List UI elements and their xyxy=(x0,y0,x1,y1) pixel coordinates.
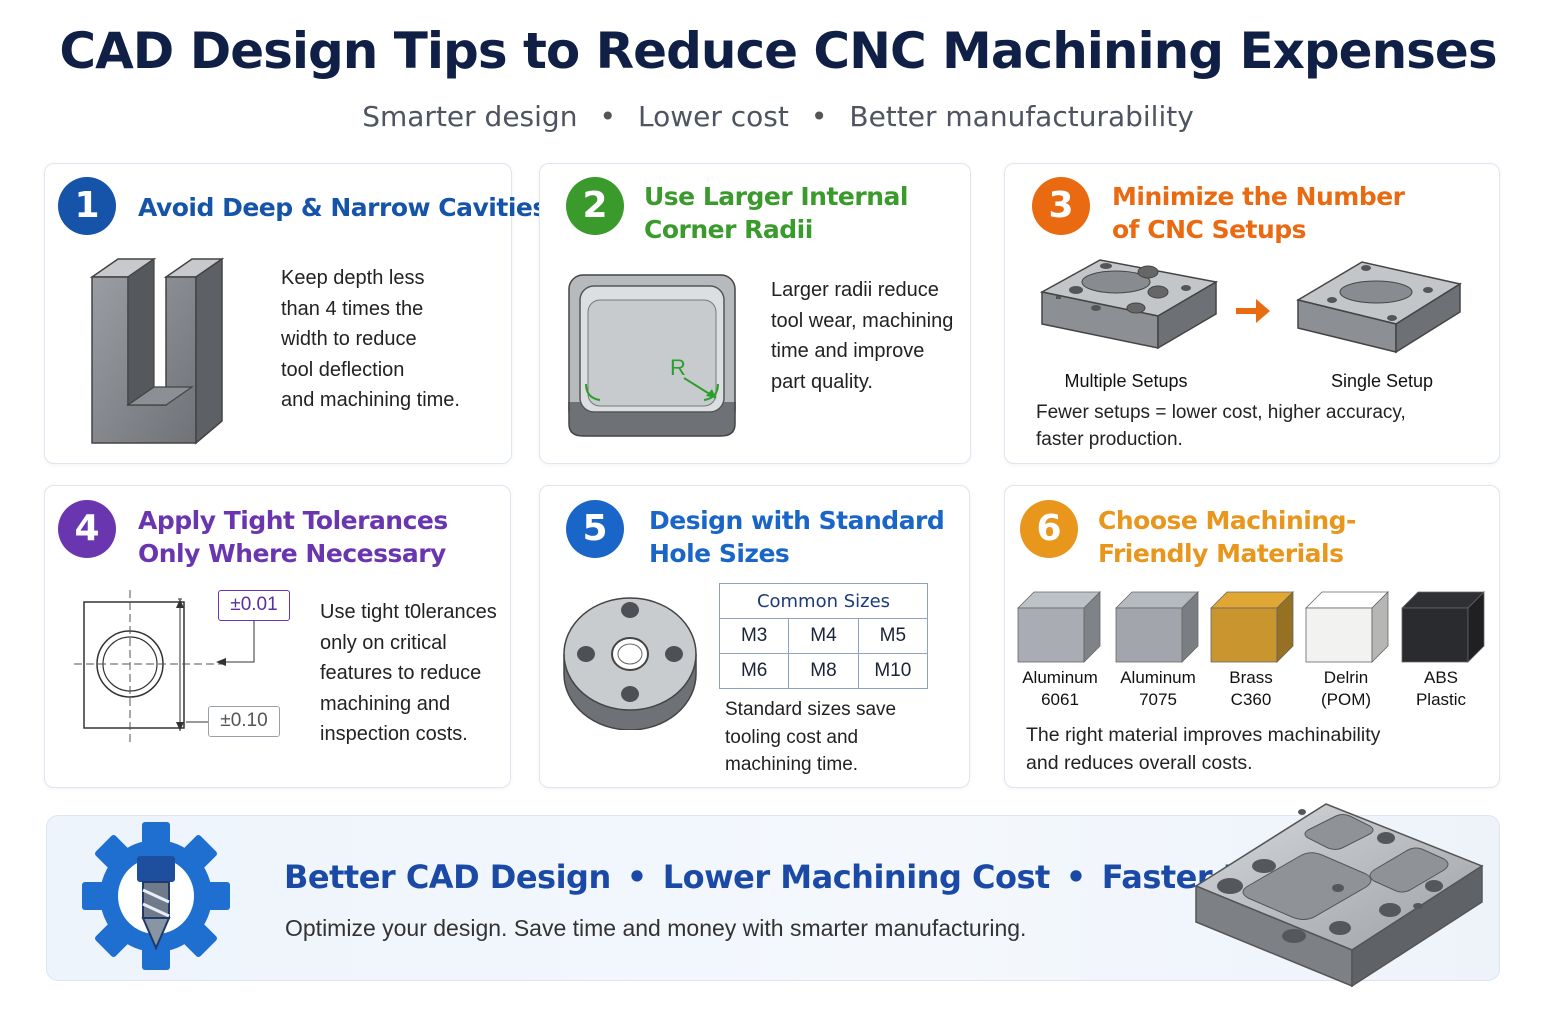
material-block xyxy=(1115,591,1199,663)
tip-number-badge: 1 xyxy=(58,177,116,235)
page-title: CAD Design Tips to Reduce CNC Machining … xyxy=(59,22,1497,80)
pocket-with-radius-icon: R xyxy=(568,274,736,437)
tip-number-badge: 6 xyxy=(1020,500,1078,558)
machined-plate-icon xyxy=(1194,803,1484,988)
material-block xyxy=(1017,591,1101,663)
subtitle-item: Better manufacturability xyxy=(849,100,1194,133)
table-cell: M3 xyxy=(718,618,790,654)
subtitle-item: Smarter design xyxy=(362,100,578,133)
plate-comparison-icon xyxy=(1039,259,1462,354)
subtitle-item: Lower cost xyxy=(637,100,789,133)
table-cell: M10 xyxy=(857,653,929,689)
tip-number-badge: 4 xyxy=(58,500,116,558)
material-block xyxy=(1305,591,1389,663)
material-block xyxy=(1401,591,1485,663)
material-blocks-icon xyxy=(1017,591,1485,663)
radius-label: R xyxy=(670,355,686,380)
material-block xyxy=(1210,591,1294,663)
table-cell: M6 xyxy=(718,653,790,689)
tip-number-badge: 3 xyxy=(1032,177,1090,235)
table-header: Common Sizes xyxy=(719,583,928,619)
tip-number-badge: 5 xyxy=(566,500,624,558)
tip-title: Choose Machining-Friendly Materials xyxy=(1098,506,1356,568)
tip-description: The right material improves machinabilit… xyxy=(1026,724,1381,774)
gear-endmill-icon xyxy=(82,822,230,970)
subtitle-separator: • xyxy=(599,100,616,133)
before-label: Multiple Setups xyxy=(1064,371,1188,391)
table-cell: M5 xyxy=(857,618,929,654)
tip-description: Fewer setups = lower cost, higher accura… xyxy=(1036,402,1406,450)
u-channel-part-icon xyxy=(89,257,225,445)
subtitle-separator: • xyxy=(810,100,828,133)
footer-separator: • xyxy=(1065,858,1086,896)
standard-sizes-table: Common Sizes M3 M4 M5 M6 M8 M10 xyxy=(718,583,929,689)
material-label: Delrin(POM) xyxy=(1320,668,1372,709)
page-subtitle: Smarter design • Lower cost • Better manufac… xyxy=(0,100,1556,133)
footer-banner xyxy=(46,815,1500,981)
table-cell: M4 xyxy=(788,618,859,654)
tolerance-drawing-icon xyxy=(74,590,255,742)
tip-title: Avoid Deep & Narrow Cavities xyxy=(138,193,547,222)
flange-disc-icon xyxy=(563,597,697,730)
table-cell: M8 xyxy=(788,653,859,689)
tip-number-badge: 2 xyxy=(566,177,624,235)
footer-tagline: Optimize your design. Save time and mone… xyxy=(285,915,1027,941)
loose-tolerance-callout: ±0.10 xyxy=(208,706,280,737)
tight-tolerance-callout: ±0.01 xyxy=(218,590,290,621)
footer-separator: • xyxy=(626,858,647,896)
after-label: Single Setup xyxy=(1330,371,1434,391)
